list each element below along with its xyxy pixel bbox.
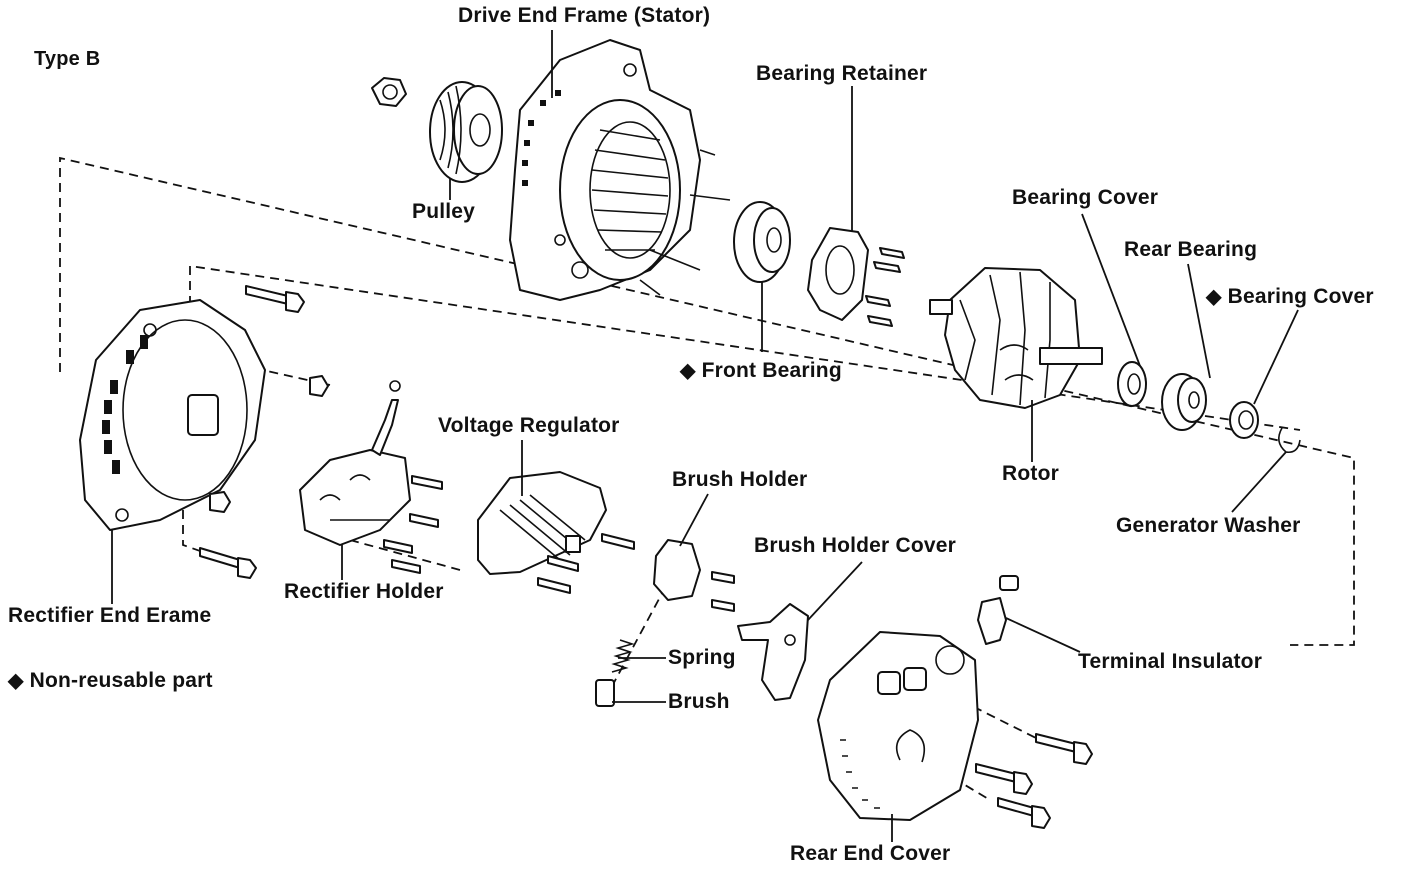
brush-holder-cover-part bbox=[737, 603, 809, 701]
diagram-title: Type B bbox=[34, 48, 101, 70]
voltage-regulator-part bbox=[477, 471, 635, 594]
label-rectifier-end-frame: Rectifier End Erame bbox=[8, 604, 212, 627]
label-brush: Brush bbox=[668, 690, 730, 713]
nut-part bbox=[371, 77, 407, 107]
label-spring: Spring bbox=[668, 646, 736, 669]
rectifier-holder-part bbox=[299, 380, 443, 574]
brush-holder-part bbox=[653, 539, 735, 612]
terminal-insulator-part bbox=[977, 575, 1019, 645]
pulley-part bbox=[429, 81, 503, 183]
label-bearing-cover-1: Bearing Cover bbox=[1012, 186, 1159, 209]
front-bearing-part bbox=[733, 201, 791, 283]
drive-end-frame-part bbox=[509, 39, 731, 301]
bearing-retainer-part bbox=[807, 227, 905, 327]
label-bearing-retainer: Bearing Retainer bbox=[756, 62, 928, 85]
assembly-guide-outer bbox=[59, 156, 1355, 646]
label-drive-end-frame: Drive End Frame (Stator) bbox=[458, 4, 711, 27]
label-brush-holder: Brush Holder bbox=[672, 468, 808, 491]
assembly-guide-rect bbox=[349, 539, 461, 571]
rotor-part bbox=[929, 267, 1103, 409]
rear-cover-bolt-parts bbox=[975, 733, 1093, 829]
generator-washer-part bbox=[1278, 427, 1301, 454]
rear-bearing-part bbox=[1161, 373, 1207, 431]
label-rectifier-holder: Rectifier Holder bbox=[284, 580, 444, 603]
label-rotor: Rotor bbox=[1002, 462, 1059, 485]
label-pulley: Pulley bbox=[412, 200, 476, 223]
rectifier-end-frame-part bbox=[79, 299, 266, 531]
label-brush-holder-cover: Brush Holder Cover bbox=[754, 534, 956, 557]
assembly-guide-cover-2 bbox=[939, 769, 991, 801]
label-voltage-regulator: Voltage Regulator bbox=[438, 414, 620, 437]
assembly-guide-brush bbox=[609, 559, 681, 691]
bearing-cover-1-part bbox=[1117, 361, 1147, 407]
leader-lines bbox=[111, 30, 1299, 842]
rear-end-cover-part bbox=[817, 631, 979, 821]
label-bearing-cover-2-text: Bearing Cover bbox=[1227, 285, 1374, 308]
label-front-bearing: ◆Front Bearing bbox=[680, 358, 842, 383]
label-generator-washer: Generator Washer bbox=[1116, 514, 1301, 537]
bearing-cover-2-part bbox=[1229, 401, 1259, 439]
legend-marker: ◆ bbox=[8, 670, 24, 692]
legend: ◆Non-reusable part bbox=[8, 668, 213, 693]
label-rear-end-cover: Rear End Cover bbox=[790, 842, 951, 865]
legend-text: Non-reusable part bbox=[29, 669, 213, 692]
label-bearing-cover-2: ◆Bearing Cover bbox=[1206, 284, 1374, 309]
label-terminal-insulator: Terminal Insulator bbox=[1078, 650, 1263, 673]
label-rear-bearing: Rear Bearing bbox=[1124, 238, 1258, 261]
bolt-parts bbox=[199, 285, 329, 579]
non-reusable-marker: ◆ bbox=[680, 360, 696, 382]
non-reusable-marker: ◆ bbox=[1206, 286, 1222, 308]
label-front-bearing-text: Front Bearing bbox=[701, 359, 842, 382]
spring-brush-part bbox=[595, 639, 635, 707]
